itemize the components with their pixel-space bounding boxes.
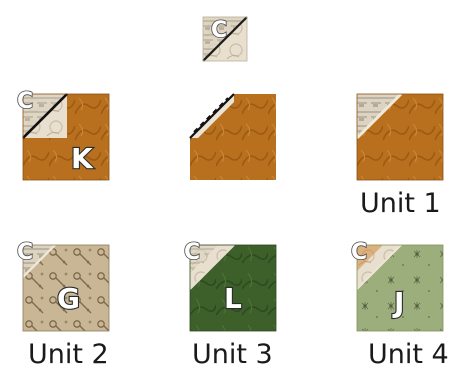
step1-c-letter: C	[17, 89, 33, 114]
unit4-j-letter: J	[392, 286, 404, 319]
unit1-block	[357, 94, 443, 180]
unit4-c-letter: C	[351, 240, 367, 265]
unit1-label: Unit 1	[360, 190, 441, 217]
unit2-label: Unit 2	[28, 341, 109, 367]
step1-c-on-k: C K	[23, 94, 109, 180]
unit3-c-letter: C	[184, 240, 200, 265]
unit2-block: C G	[23, 245, 109, 331]
step2-sewn-corner	[190, 94, 276, 180]
unit3-l-letter: L	[224, 282, 242, 315]
step1-k-letter: K	[71, 142, 94, 175]
unit3-label: Unit 3	[192, 341, 273, 367]
unit4-label: Unit 4	[368, 341, 449, 367]
unit2-g-letter: G	[57, 282, 80, 315]
unit4-block: C J	[357, 245, 443, 331]
unit3-block: C L	[190, 245, 276, 331]
fabric-c-square: C	[203, 17, 247, 61]
unit2-c-letter: C	[17, 240, 33, 265]
fabric-c-letter: C	[211, 18, 227, 43]
